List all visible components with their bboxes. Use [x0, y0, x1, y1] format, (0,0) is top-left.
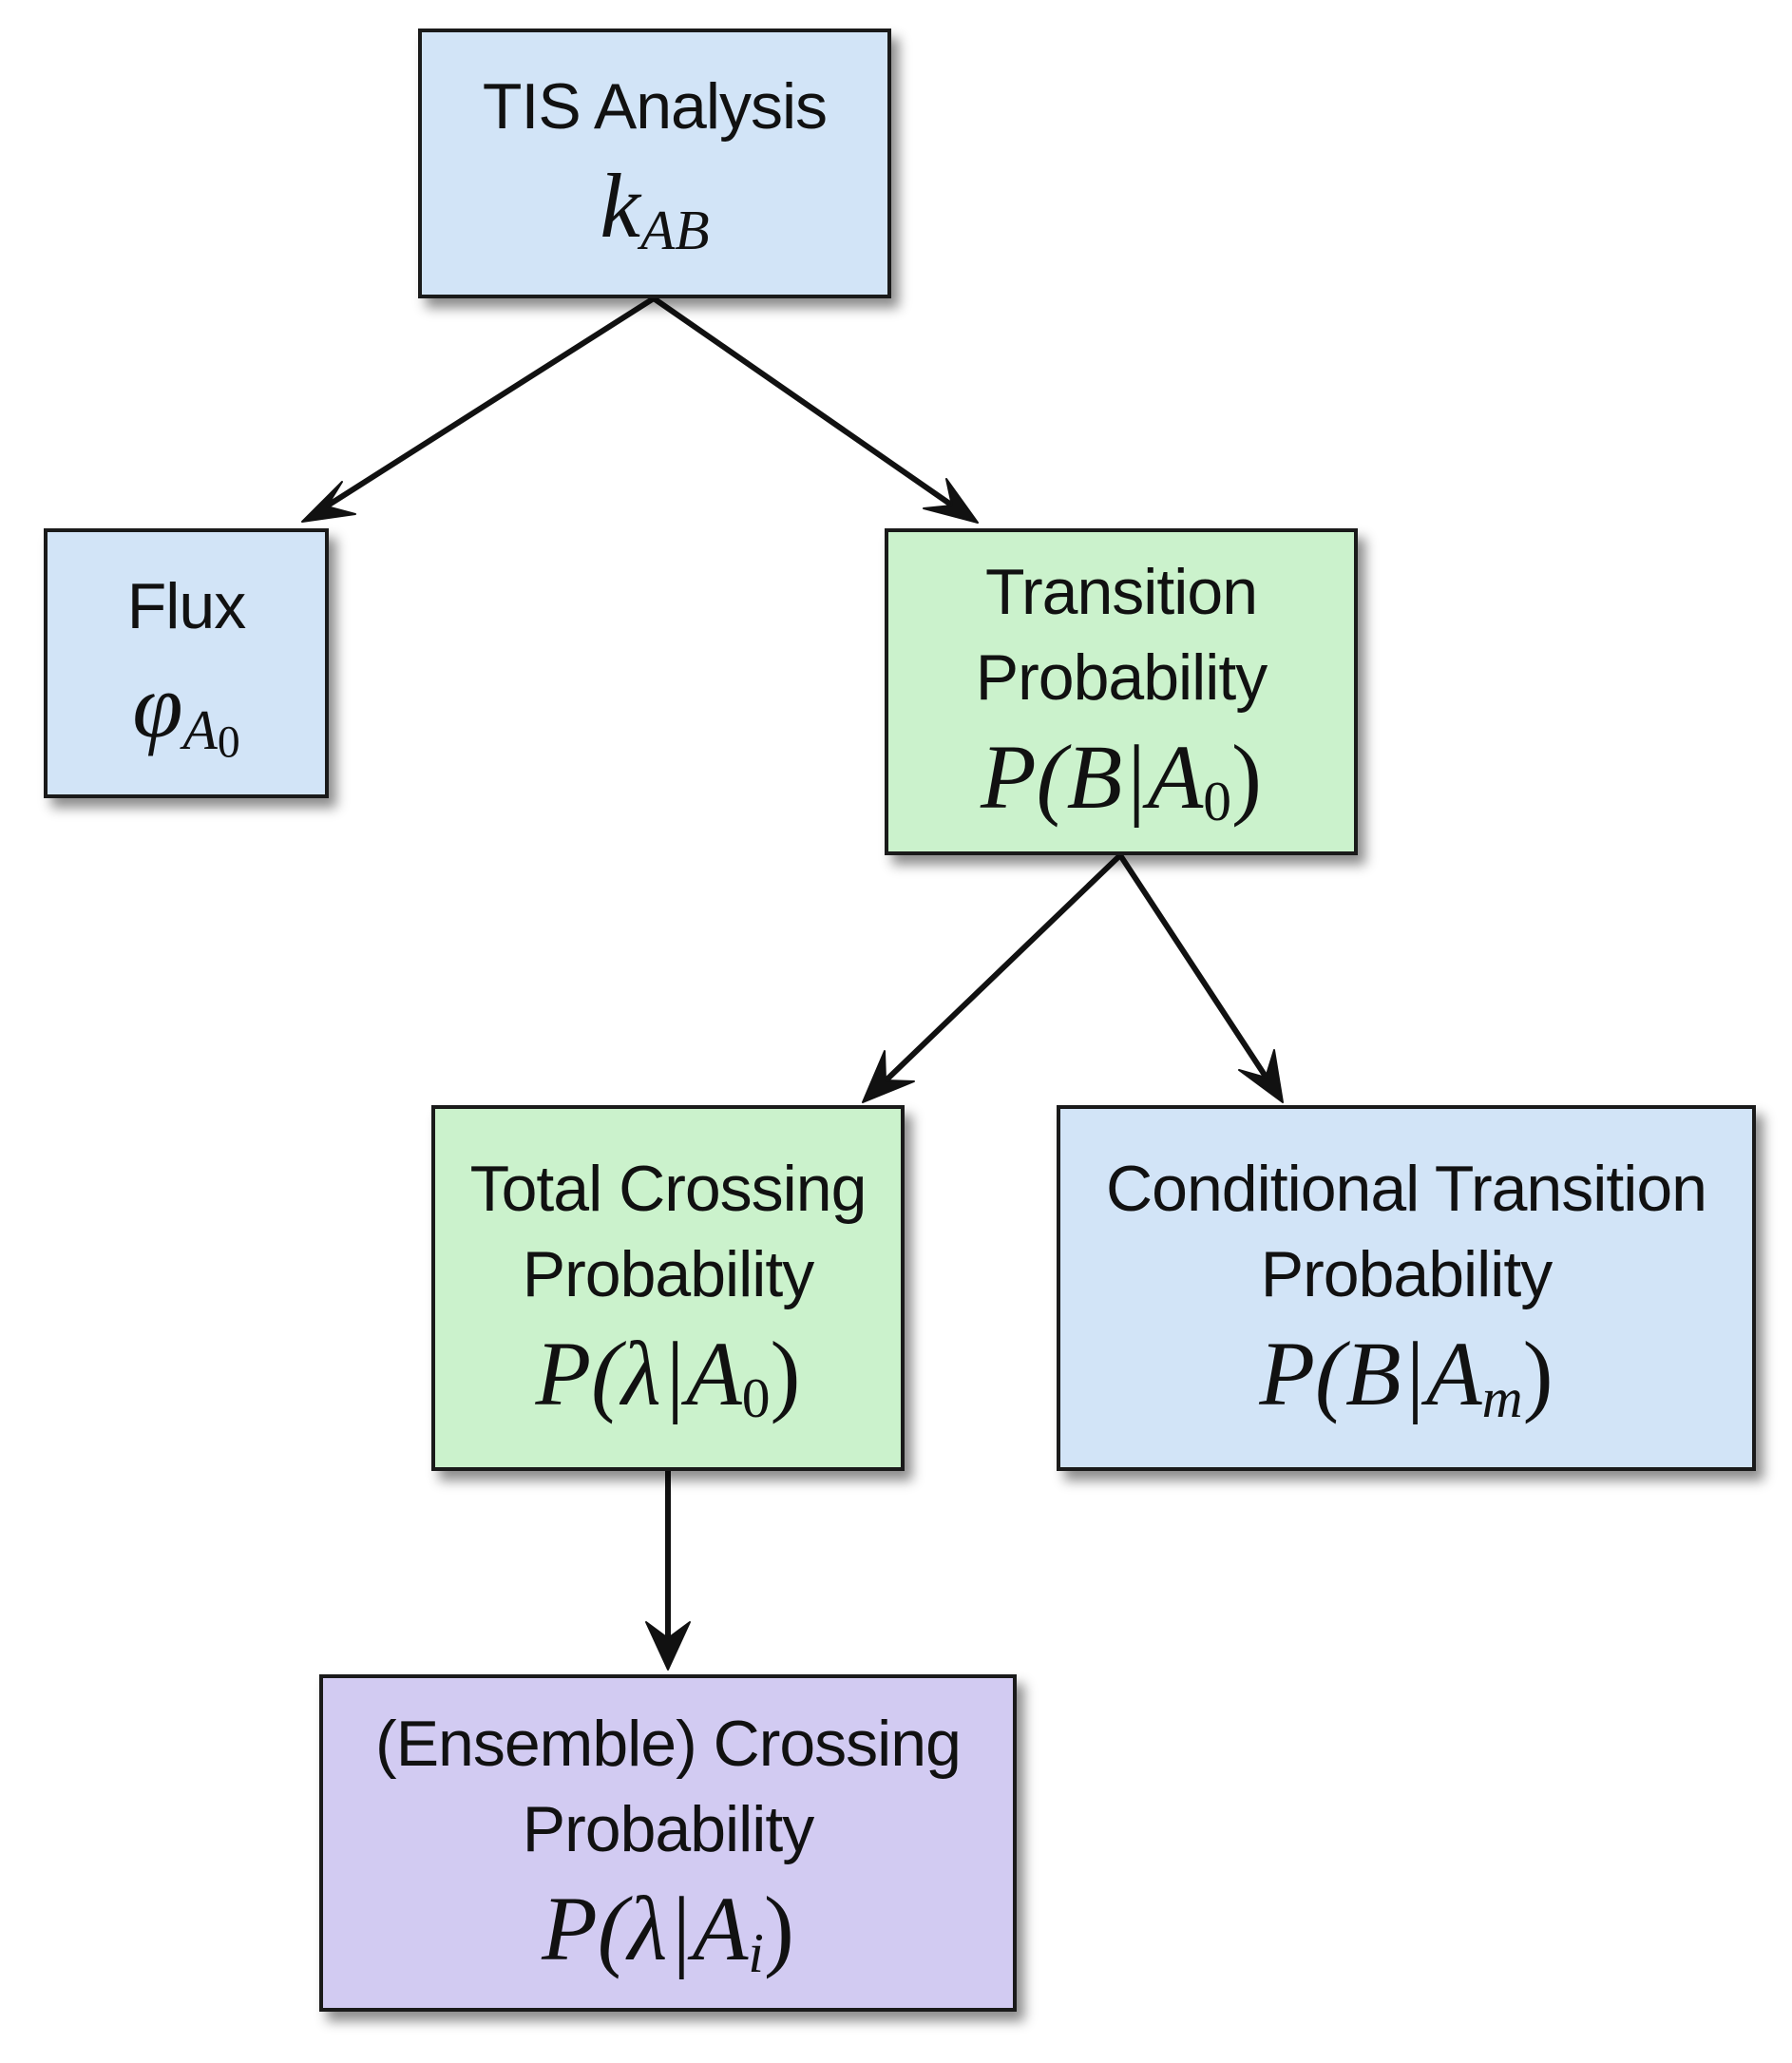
edge-tis-to-transition [651, 296, 979, 524]
conditional-transition-expression: P(B|Am) [1259, 1322, 1554, 1429]
tis-analysis-symbol: kAB [600, 155, 710, 262]
edge-tis-to-flux [301, 296, 657, 523]
transition-probability-expression: P(B|A0) [980, 726, 1262, 833]
node-conditional-transition-probability: Conditional Transition Probability P(B|A… [1057, 1105, 1756, 1471]
total-crossing-expression: P(λ|A0) [535, 1322, 801, 1429]
ensemble-crossing-label-line-2: Probability [522, 1792, 814, 1865]
node-ensemble-crossing-probability: (Ensemble) Crossing Probability P(λ|Ai) [319, 1674, 1017, 2012]
node-flux: Flux φA0 [44, 528, 329, 798]
conditional-transition-label-line-1: Conditional Transition [1106, 1152, 1707, 1225]
edge-total-crossing-to-ensemble [645, 1468, 691, 1671]
ensemble-crossing-label-line-1: (Ensemble) Crossing [375, 1707, 962, 1780]
transition-probability-label-line-2: Probability [975, 641, 1268, 714]
node-total-crossing-probability: Total Crossing Probability P(λ|A0) [431, 1105, 905, 1471]
edge-transition-to-conditional [1117, 852, 1284, 1103]
flux-symbol: φA0 [132, 655, 240, 768]
node-tis-analysis: TIS Analysis kAB [418, 29, 891, 298]
flux-label: Flux [126, 570, 246, 642]
total-crossing-label-line-1: Total Crossing [469, 1152, 867, 1225]
edge-transition-to-total-crossing [862, 852, 1123, 1103]
node-transition-probability: Transition Probability P(B|A0) [885, 528, 1358, 855]
total-crossing-label-line-2: Probability [522, 1237, 814, 1310]
conditional-transition-label-line-2: Probability [1260, 1237, 1553, 1310]
tis-analysis-label: TIS Analysis [482, 70, 828, 143]
transition-probability-label-line-1: Transition [984, 556, 1258, 628]
ensemble-crossing-expression: P(λ|Ai) [542, 1877, 794, 1984]
